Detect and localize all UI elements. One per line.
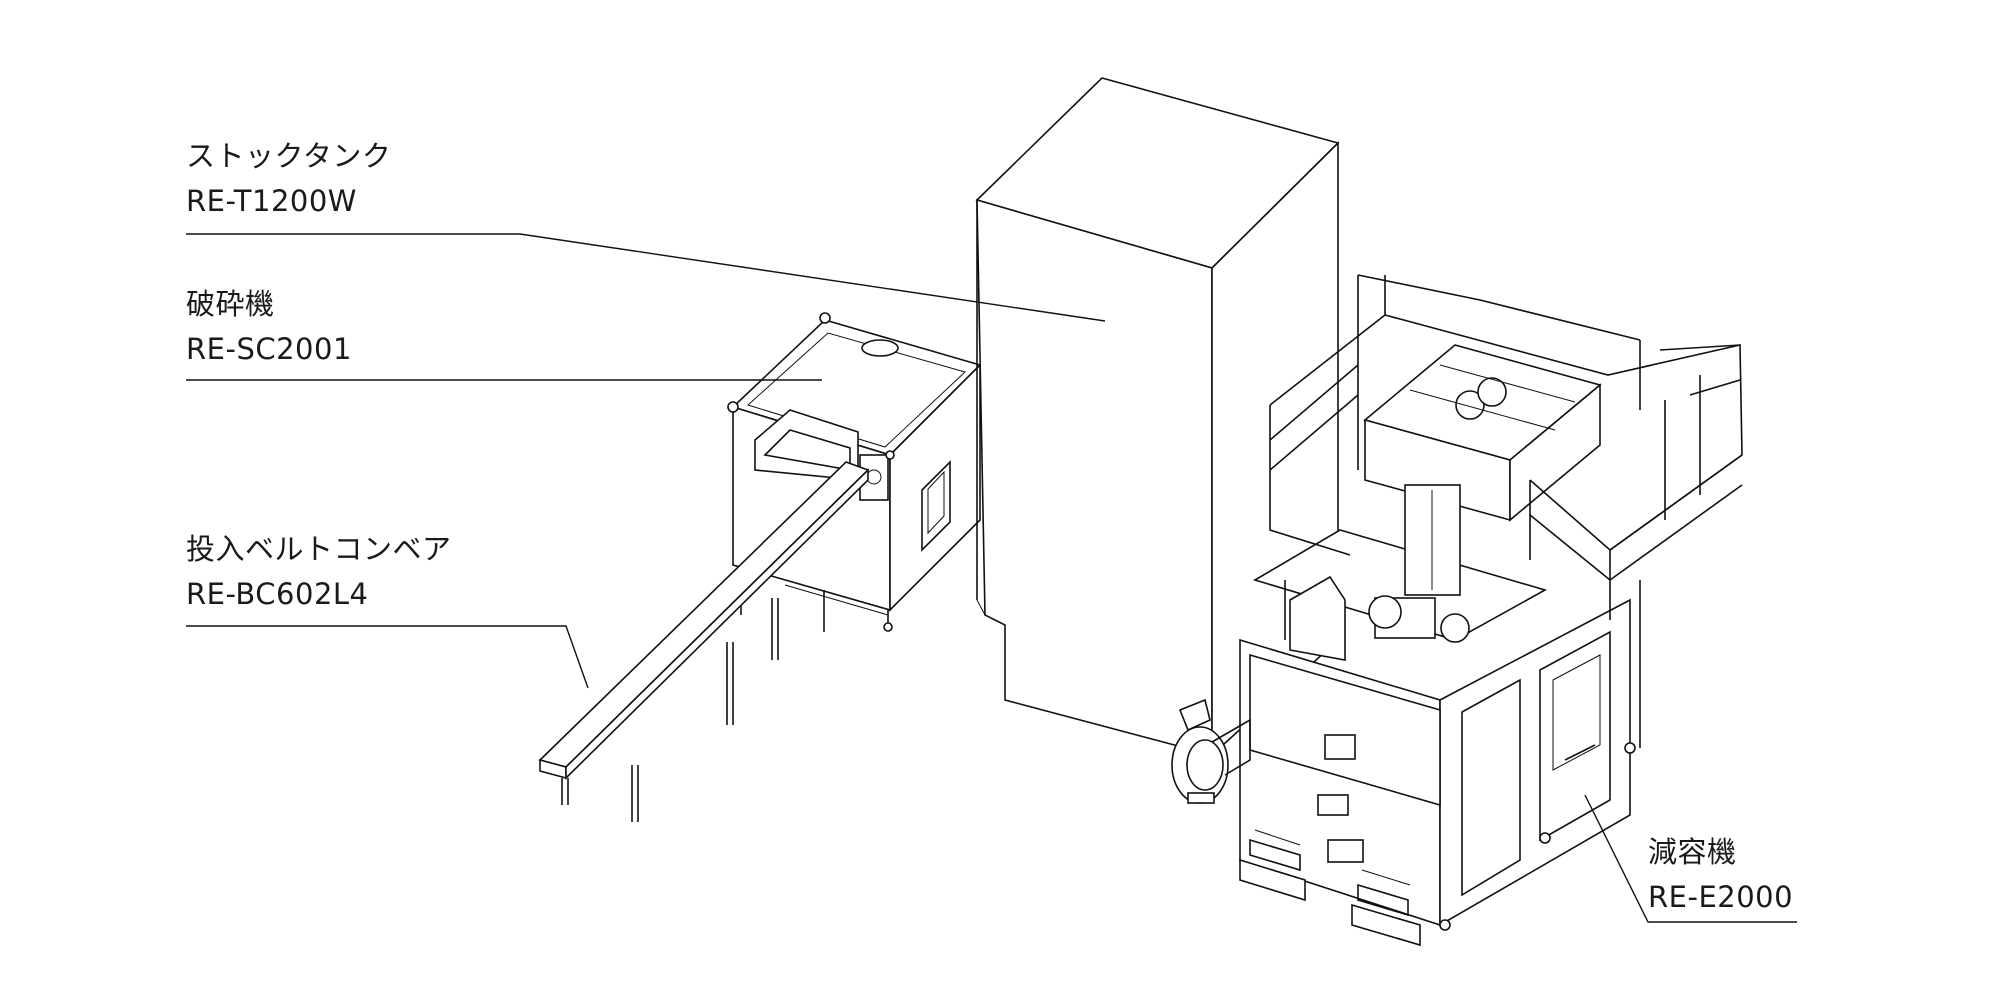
crusher-model: RE-SC2001: [186, 332, 352, 367]
volume-reducer-model: RE-E2000: [1648, 880, 1794, 915]
stock-tank-model: RE-T1200W: [186, 184, 357, 219]
volume-reducer-label: 減容機 RE-E2000: [1648, 835, 1794, 915]
leader-volume-reducer: [1584, 794, 1797, 923]
conveyor-model: RE-BC602L4: [186, 577, 369, 612]
belt-conveyor: [538, 461, 870, 822]
leader-stock-tank: [186, 233, 1106, 322]
stock-tank-name: ストックタンク: [186, 139, 392, 173]
leader-conveyor: [186, 625, 589, 689]
crusher-machine: [727, 312, 982, 632]
conveyor-name: 投入ベルトコンベア: [186, 532, 452, 566]
stock-tank-label: ストックタンク RE-T1200W: [186, 139, 392, 219]
volume-reducer-name: 減容機: [1648, 835, 1737, 869]
crusher-name: 破砕機: [186, 287, 275, 321]
volume-reducer-machine: [1171, 274, 1743, 947]
conveyor-label: 投入ベルトコンベア RE-BC602L4: [186, 532, 452, 612]
crusher-label: 破砕機 RE-SC2001: [186, 287, 352, 367]
leader-lines: [186, 233, 1797, 923]
